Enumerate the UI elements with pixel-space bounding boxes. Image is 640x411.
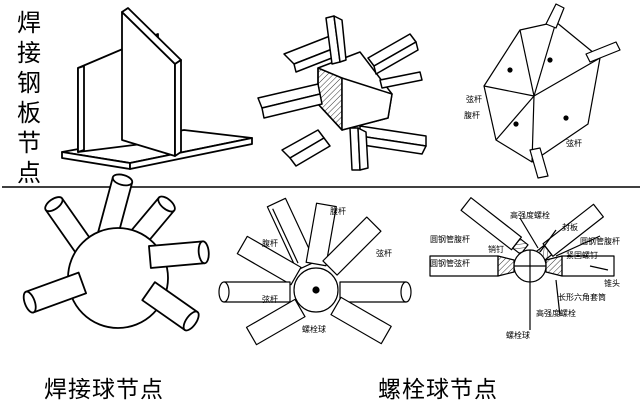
welded-plate-node: [61, 7, 253, 170]
label-hs-bolt-2: 高强度螺栓: [536, 308, 576, 318]
title-char: 节: [17, 129, 41, 157]
title-char: 板: [17, 99, 41, 127]
label-pin: 销钉: [488, 244, 504, 254]
label-set-screw: 紧固螺钉: [566, 250, 598, 260]
label-chord-2: 弦杆: [566, 138, 582, 148]
title-char: 点: [17, 159, 41, 187]
label-tube-web-1: 圆钢管腹杆: [430, 234, 470, 244]
label-tube-chord: 圆钢管弦杆: [430, 258, 470, 268]
label-web-1: 腹杆: [330, 206, 346, 216]
label-hex-sleeve: 长形六角套筒: [558, 292, 606, 302]
label-bolt-ball-2: 螺栓球: [506, 330, 530, 340]
caption-welded-ball: 焊接球节点: [44, 377, 164, 403]
label-bolt-ball-1: 螺栓球: [302, 324, 326, 334]
caption-bolted-ball: 螺栓球节点: [378, 377, 498, 403]
bolted-detail-section: [429, 197, 615, 330]
vertical-title: 焊 接 钢 板 节 点: [16, 8, 42, 188]
label-chord-3: 弦杆: [376, 248, 392, 258]
title-char: 钢: [17, 69, 41, 97]
label-web: 腹杆: [464, 110, 480, 120]
gusset-angle-node: [257, 15, 427, 171]
label-web-2: 腹杆: [262, 238, 278, 248]
bolted-ball-node: [218, 197, 412, 346]
label-cone-head: 锥头: [604, 278, 620, 288]
label-tube-web-2: 圆钢管腹杆: [580, 236, 620, 246]
welded-ball-node: [22, 173, 210, 332]
title-char: 接: [17, 39, 41, 67]
pyramid-plate-node: [483, 3, 621, 179]
label-chord-1: 弦杆: [466, 94, 482, 104]
label-chord-4: 弦杆: [262, 294, 278, 304]
label-hs-bolt-1: 高强度螺栓: [510, 210, 550, 220]
title-char: 焊: [17, 9, 41, 37]
label-end-plate: 封板: [562, 222, 578, 232]
